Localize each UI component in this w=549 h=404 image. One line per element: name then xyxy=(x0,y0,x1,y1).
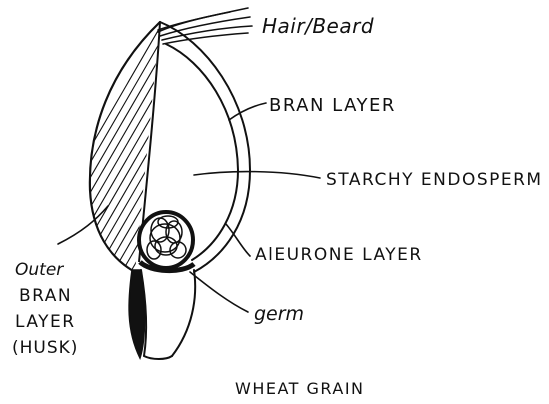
starchy-endosperm-label: STARCHY ENDOSPERM xyxy=(326,172,543,189)
outer-label-line-4: (HUSK) xyxy=(12,340,108,357)
leader-outer xyxy=(58,206,108,244)
diagram-title: WHEAT GRAIN xyxy=(235,381,365,397)
grain-stem xyxy=(141,270,195,359)
aleurone-layer-label: AlEURONE LAYER xyxy=(255,247,423,264)
germ-label: germ xyxy=(254,305,304,324)
outer-label-line-3: LAYER xyxy=(12,314,108,331)
hair-beard-label: Hair/Beard xyxy=(262,16,374,36)
bran-layer-label: BRAN LAYER xyxy=(269,97,396,115)
outer-label-line-1: Outer xyxy=(12,262,108,279)
outer-bran-layer-label: Outer BRAN LAYER (HUSK) xyxy=(12,262,108,366)
leader-starch xyxy=(194,172,320,178)
leader-germ xyxy=(190,272,248,312)
leader-bran xyxy=(229,103,266,120)
hair-beard xyxy=(158,8,252,44)
germ xyxy=(139,212,194,271)
outer-label-line-2: BRAN xyxy=(12,288,108,305)
